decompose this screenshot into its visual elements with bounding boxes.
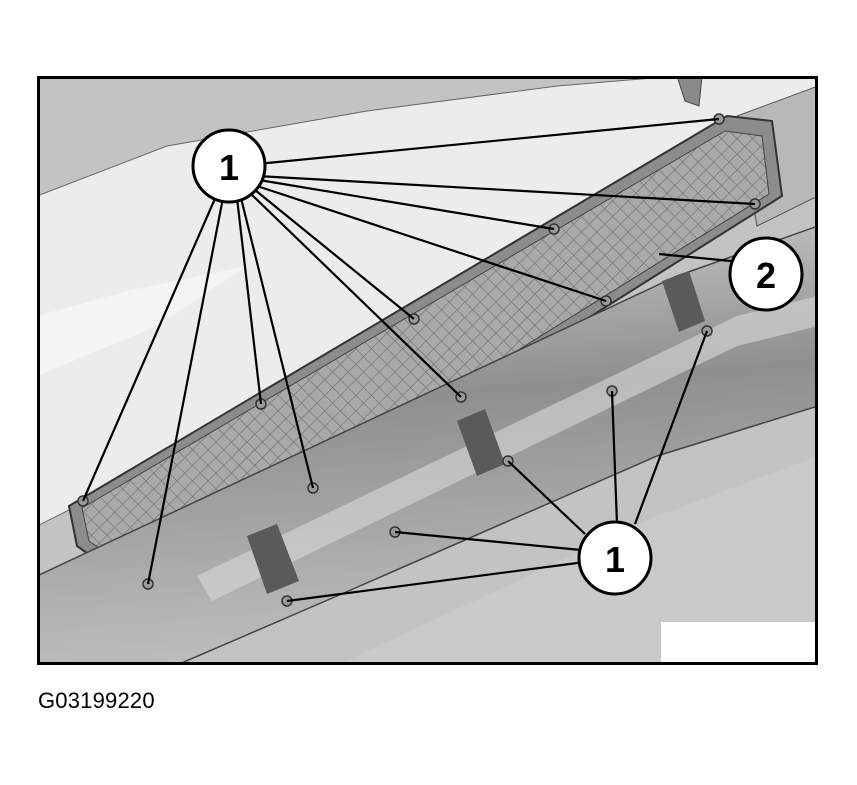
callout-circle bbox=[728, 236, 804, 312]
diagram-svg: 1 2 1 bbox=[37, 76, 818, 665]
callout-2: 2 bbox=[728, 236, 804, 312]
leader-line-2 bbox=[658, 252, 732, 263]
bracket bbox=[676, 76, 703, 107]
callout-label: 2 bbox=[756, 255, 776, 296]
figure-id-caption: G03199220 bbox=[38, 688, 155, 713]
callout-circle bbox=[577, 520, 653, 596]
clamp bbox=[247, 524, 299, 594]
illustration bbox=[37, 76, 818, 665]
figure-border bbox=[37, 76, 818, 665]
callout-label: 1 bbox=[605, 539, 625, 580]
grille-mesh bbox=[81, 130, 770, 582]
blank-label-area bbox=[661, 622, 818, 665]
clamp bbox=[662, 271, 705, 332]
leader-lines-bottom bbox=[286, 330, 709, 603]
clamp bbox=[457, 409, 505, 476]
callout-label: 1 bbox=[219, 147, 239, 188]
leader-lines-top bbox=[81, 117, 756, 585]
diagram-figure: 1 2 1 bbox=[37, 76, 818, 665]
panel-highlight bbox=[37, 266, 247, 376]
callout-1-bottom: 1 bbox=[577, 520, 653, 596]
tube-highlight bbox=[197, 296, 818, 601]
callout-circle bbox=[191, 128, 267, 204]
floor-area bbox=[337, 456, 818, 665]
callout-1-top: 1 bbox=[191, 128, 267, 204]
